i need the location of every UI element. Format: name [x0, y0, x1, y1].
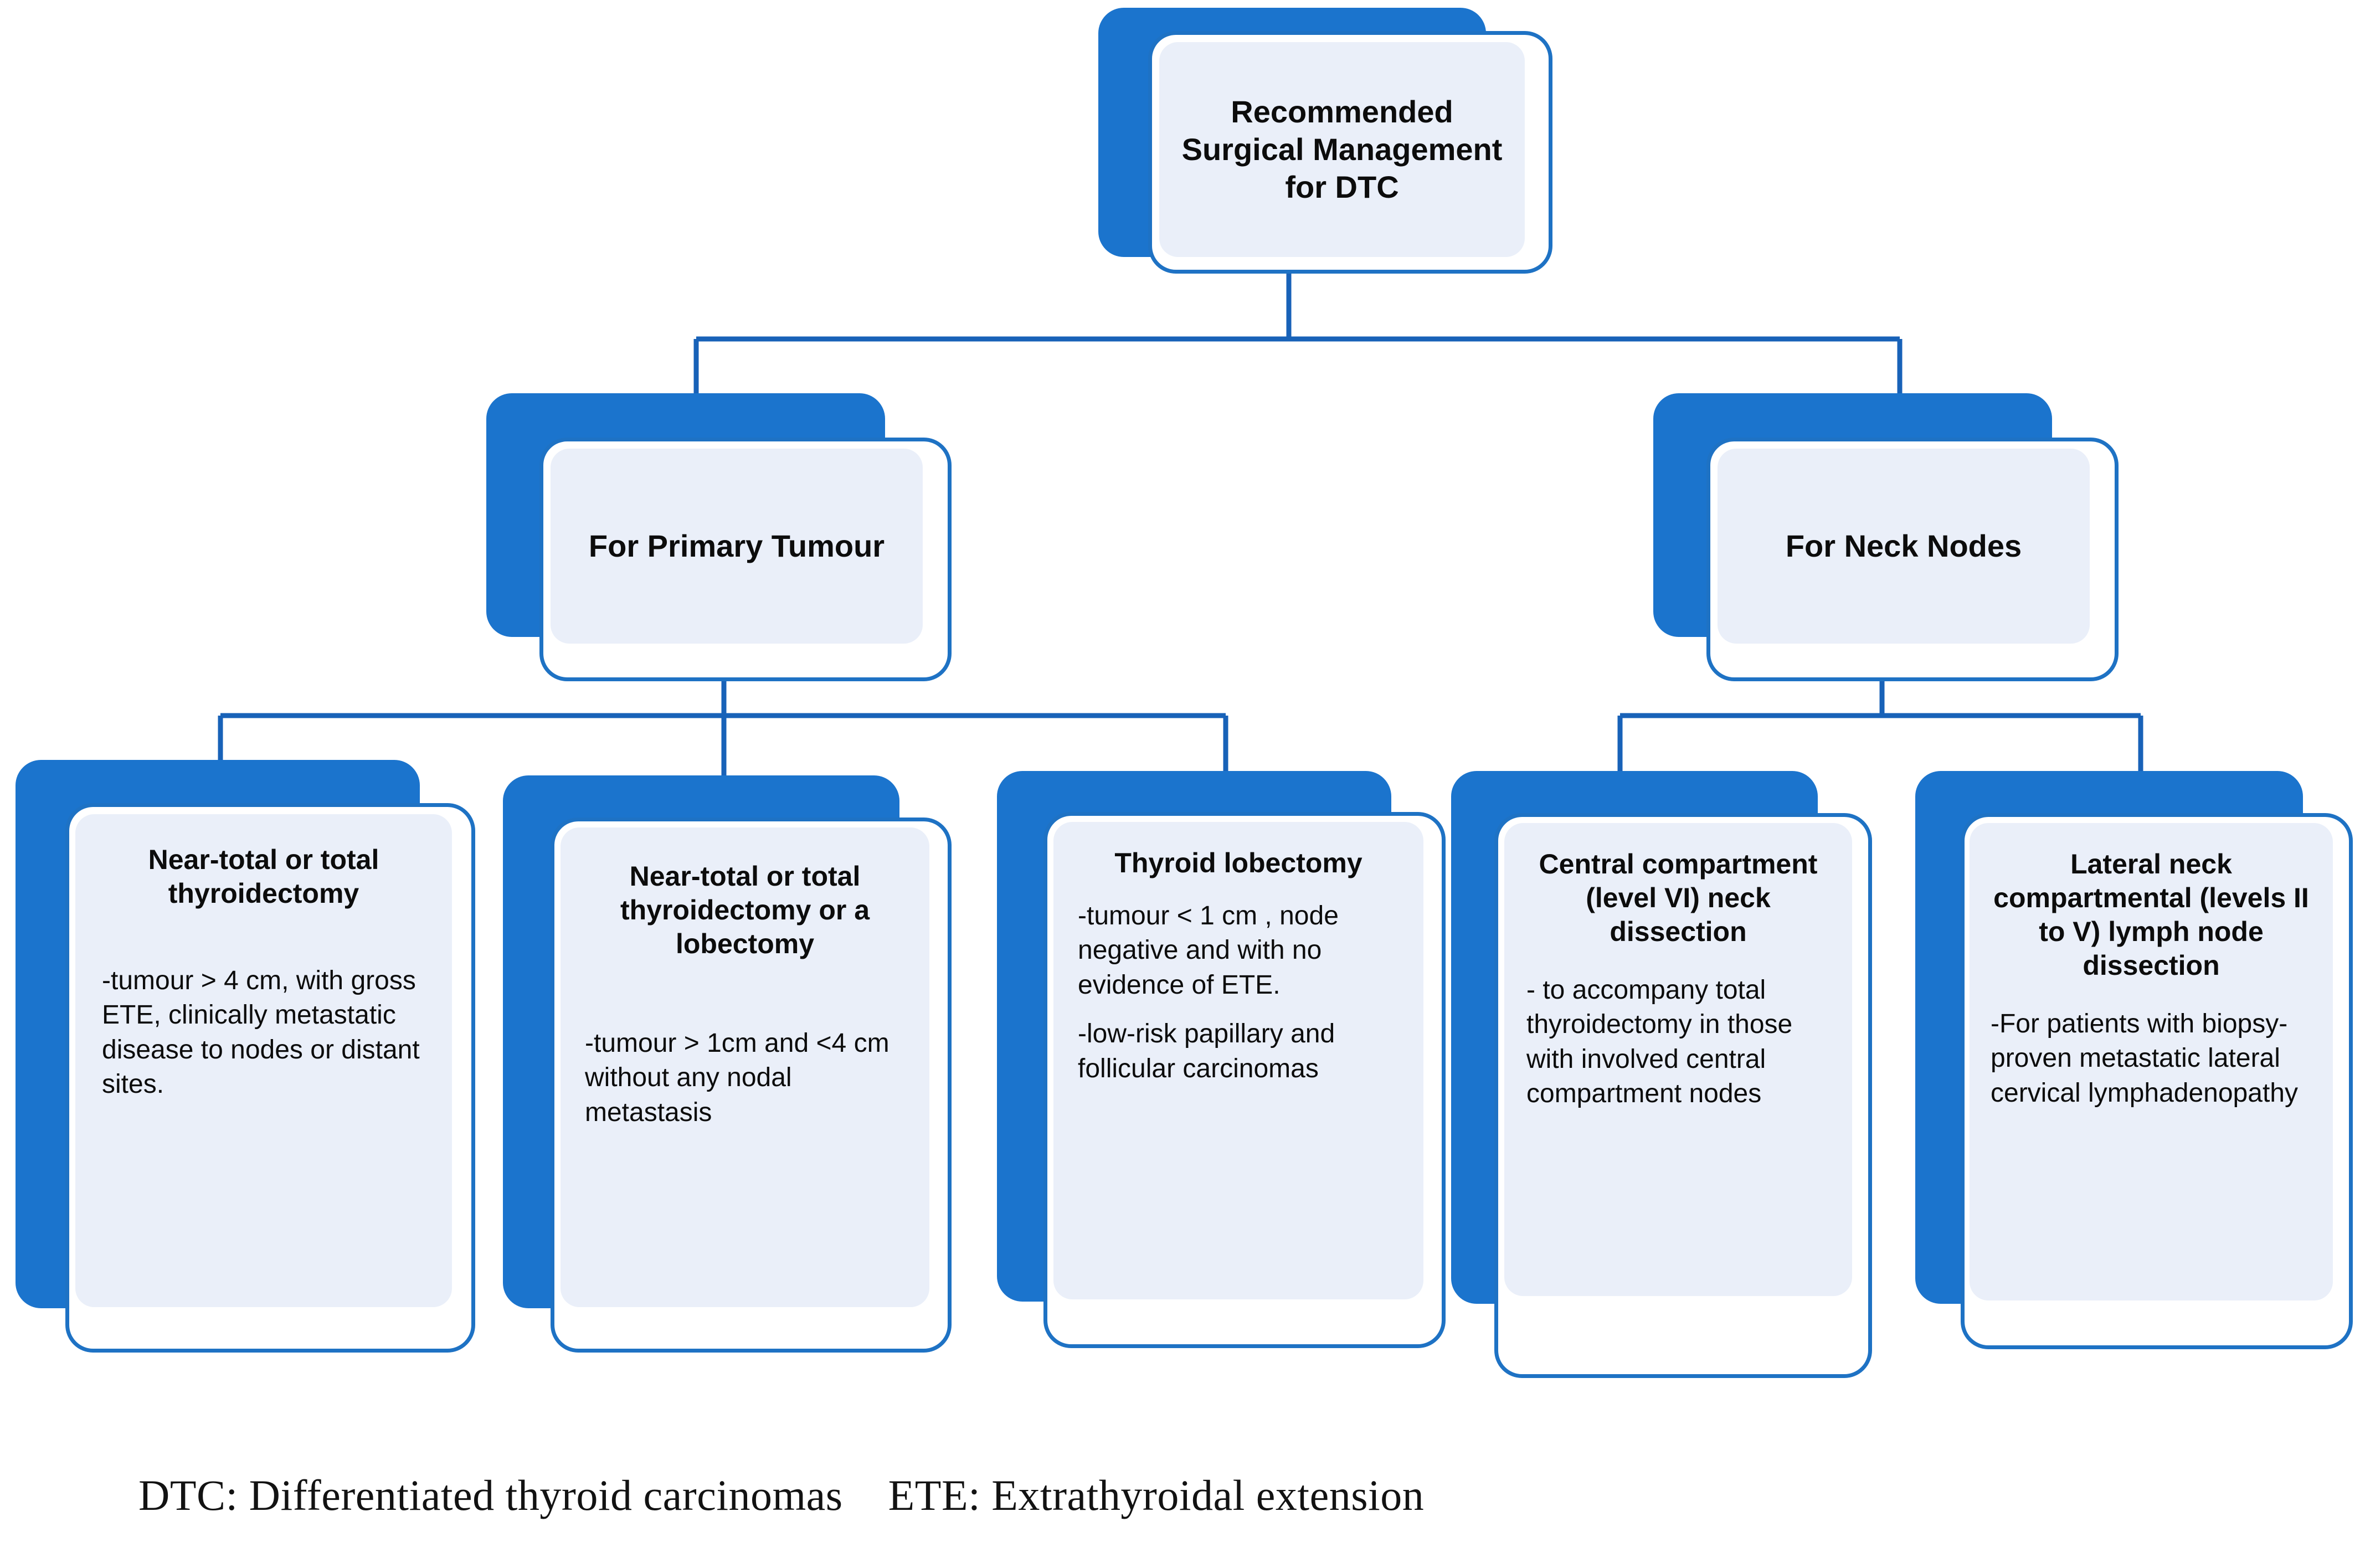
node-panel: For Primary Tumour [551, 449, 923, 644]
node-branch-primary-tumour[interactable]: For Primary Tumour [486, 393, 952, 681]
node-root[interactable]: Recommended Surgical Management for DTC [1098, 8, 1552, 274]
node-detail: -tumour > 1cm and <4 cm without any noda… [585, 1029, 890, 1127]
node-detail: -tumour > 4 cm, with gross ETE, clinical… [102, 966, 420, 1099]
node-panel: Near-total or total thyroidectomy -tumou… [75, 814, 452, 1307]
node-panel: Near-total or total thyroidectomy or a l… [561, 827, 929, 1307]
node-branch-neck-nodes[interactable]: For Neck Nodes [1653, 393, 2119, 681]
node-detail: -low-risk papillary and follicular carci… [1078, 1019, 1335, 1083]
node-panel: Thyroid lobectomy -tumour < 1 cm , node … [1053, 822, 1423, 1299]
node-body: -tumour > 4 cm, with gross ETE, clinical… [102, 964, 425, 1102]
node-panel: Recommended Surgical Management for DTC [1159, 42, 1525, 257]
node-detail: - to accompany total thyroidectomy in th… [1526, 975, 1793, 1109]
legend-dtc: DTC: Differentiated thyroid carcinomas [138, 1471, 843, 1519]
node-leaf-central-compartment-dissection[interactable]: Central compartment (level VI) neck diss… [1451, 771, 1872, 1379]
node-panel: For Neck Nodes [1718, 449, 2090, 644]
node-leaf-thyroid-lobectomy[interactable]: Thyroid lobectomy -tumour < 1 cm , node … [997, 771, 1446, 1353]
legend-ete: ETE: Extrathyroidal extension [888, 1471, 1425, 1519]
node-panel: Lateral neck compartmental (levels II to… [1970, 823, 2333, 1300]
node-title: Recommended Surgical Management for DTC [1181, 94, 1503, 205]
node-detail: -For patients with biopsy-proven metasta… [1991, 1009, 2298, 1108]
legend: DTC: Differentiated thyroid carcinomas ET… [138, 1471, 1424, 1520]
node-title: For Neck Nodes [1785, 528, 2022, 563]
node-title: Near-total or total thyroidectomy or a l… [620, 861, 870, 959]
node-body: -For patients with biopsy-proven metasta… [1991, 1007, 2312, 1111]
node-body: -tumour < 1 cm , node negative and with … [1078, 899, 1399, 1086]
node-title: For Primary Tumour [588, 528, 885, 563]
node-title: Thyroid lobectomy [1114, 847, 1362, 878]
node-title: Near-total or total thyroidectomy [148, 844, 379, 909]
node-title: Central compartment (level VI) neck diss… [1539, 849, 1818, 947]
node-leaf-near-total-thyroidectomy[interactable]: Near-total or total thyroidectomy -tumou… [16, 760, 475, 1353]
node-leaf-lateral-neck-dissection[interactable]: Lateral neck compartmental (levels II to… [1915, 771, 2353, 1358]
node-panel: Central compartment (level VI) neck diss… [1504, 823, 1852, 1296]
node-body: - to accompany total thyroidectomy in th… [1526, 973, 1830, 1112]
node-detail: -tumour < 1 cm , node negative and with … [1078, 901, 1339, 1000]
node-leaf-thyroidectomy-or-lobectomy[interactable]: Near-total or total thyroidectomy or a l… [503, 775, 952, 1357]
node-body: -tumour > 1cm and <4 cm without any noda… [585, 1026, 905, 1130]
node-title: Lateral neck compartmental (levels II to… [1993, 849, 2309, 981]
